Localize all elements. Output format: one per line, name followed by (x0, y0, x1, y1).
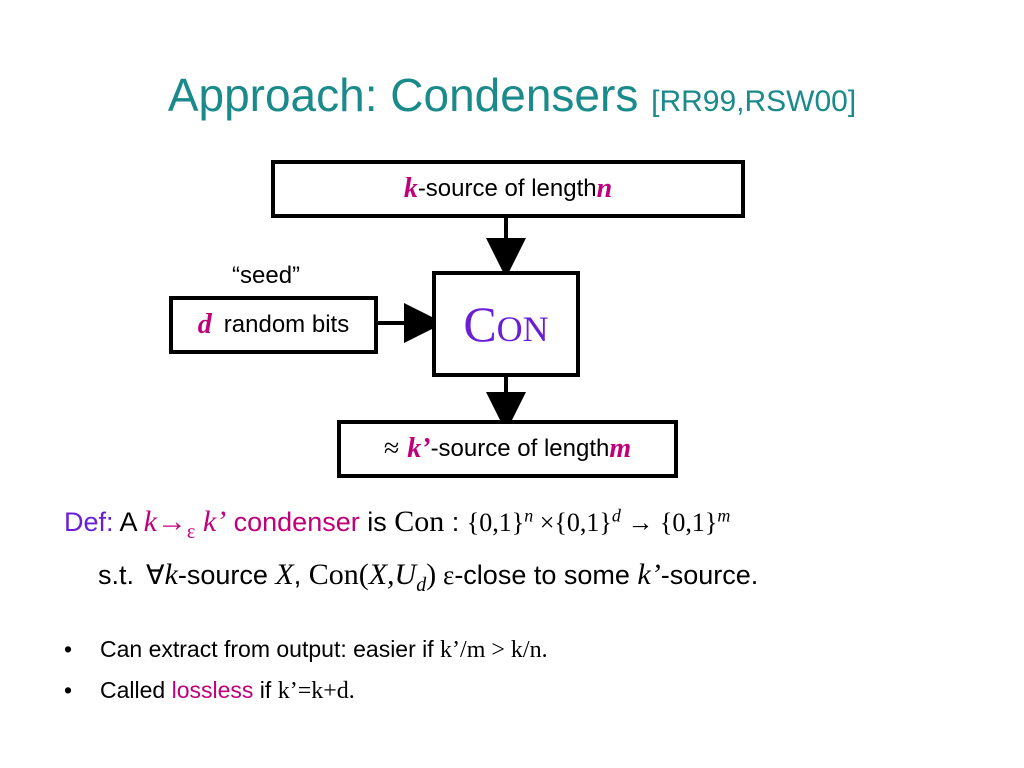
seed-text: random bits (223, 311, 350, 338)
bullet-dot: • (64, 636, 73, 662)
output-var-m: m (609, 433, 632, 464)
def-eps2: ε (436, 560, 455, 590)
def-set2: {0,1} (554, 508, 612, 537)
bullet-2: • Called lossless if k’=k+d. (64, 677, 355, 705)
def-prefix: Def: (64, 507, 114, 537)
bullet-1-math: k’/m > k/n. (440, 637, 548, 663)
def-st: s.t. (98, 560, 135, 590)
def-set1: {0,1} (466, 508, 525, 537)
input-source-box: k-source of length n (271, 160, 745, 218)
title-refs: [RR99,RSW00] (651, 85, 857, 118)
seed-var-d: d (197, 309, 212, 340)
def-a: A (113, 507, 144, 537)
definition-line-2: s.t. ∀k-source X, Con(X,Ud) ε-close to so… (98, 558, 758, 597)
def-k2: k’ (195, 505, 227, 538)
def-is: is (359, 507, 395, 537)
def-source: -source (177, 560, 276, 590)
bullet-dot: • (64, 677, 73, 703)
seed-box: d random bits (169, 296, 378, 354)
page-title: Approach: Condensers [RR99,RSW00] (0, 68, 1024, 122)
output-source-box: ≈k’-source of length m (337, 420, 678, 478)
def-con2: Con( (308, 558, 369, 591)
input-var-k: k (403, 173, 418, 204)
def-d: d (611, 505, 621, 526)
seed-label: “seed” (232, 262, 301, 289)
def-end: -source. (660, 560, 759, 590)
def-times: × (533, 508, 555, 537)
definition-line-1: Def: A k→ε k’ condenser is Con : {0,1}n … (64, 505, 730, 544)
def-k4: k’ (637, 558, 661, 591)
bullet-2-highlight: lossless (171, 677, 254, 703)
input-var-n: n (596, 173, 613, 204)
def-set3: {0,1} (659, 508, 718, 537)
def-close-text: -close to some (454, 560, 638, 590)
def-eps: ε (186, 521, 196, 543)
def-condenser: condenser (226, 507, 360, 537)
output-var-k: k’ (407, 433, 431, 464)
bullet-2-pre: Called (100, 677, 172, 703)
def-k3: k (164, 558, 178, 591)
def-k: k (143, 505, 157, 538)
def-X: X (275, 558, 294, 591)
def-comma: , (293, 560, 309, 590)
def-colon: : (444, 507, 467, 537)
bullet-2-mid: if (253, 677, 278, 703)
con-first: C (463, 296, 497, 352)
bullet-1: • Can extract from output: easier if k’/m… (64, 636, 548, 664)
output-text: -source of length (430, 435, 610, 462)
def-close-paren: ) (426, 558, 437, 591)
def-to: → (620, 508, 660, 537)
def-n: n (524, 505, 534, 526)
input-text: -source of length (417, 175, 597, 202)
def-XU: X,U (368, 558, 417, 591)
con-box: CON (432, 271, 580, 377)
title-main: Approach: Condensers (167, 69, 652, 121)
def-m: m (717, 505, 731, 526)
def-forall: ∀ (146, 560, 165, 590)
def-sub-d: d (416, 574, 427, 596)
bullet-1-text: Can extract from output: easier if (100, 636, 441, 662)
con-label: CON (463, 295, 548, 353)
def-arrow: → (156, 505, 187, 538)
def-con: Con (394, 505, 445, 538)
con-rest: ON (496, 309, 549, 349)
output-approx: ≈ (383, 433, 400, 464)
bullet-2-math: k’=k+d. (277, 678, 355, 704)
